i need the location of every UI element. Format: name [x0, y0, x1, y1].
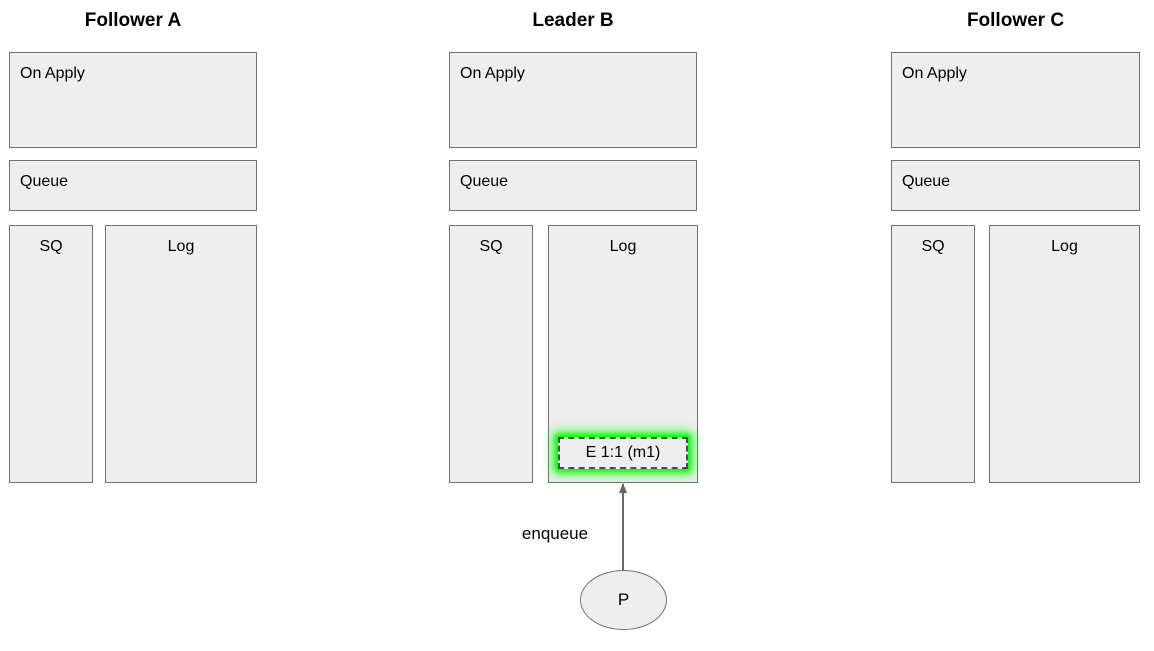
- on-apply-label: On Apply: [20, 65, 85, 82]
- sq-box-follower-a[interactable]: SQ: [9, 225, 93, 483]
- sq-box-follower-c[interactable]: SQ: [891, 225, 975, 483]
- queue-label: Queue: [460, 173, 509, 190]
- log-label: Log: [167, 238, 195, 255]
- on-apply-label: On Apply: [460, 65, 525, 82]
- sq-label: SQ: [39, 238, 63, 255]
- column-title-follower-c: Follower C: [966, 10, 1065, 31]
- queue-label: Queue: [20, 173, 69, 190]
- queue-box-leader-b[interactable]: Queue: [449, 160, 697, 211]
- log-label: Log: [609, 238, 637, 255]
- producer-node[interactable]: P: [580, 570, 667, 630]
- on-apply-box-follower-c[interactable]: On Apply: [891, 52, 1140, 148]
- column-title-follower-a: Follower A: [84, 10, 182, 31]
- log-box-follower-a[interactable]: Log: [105, 225, 257, 483]
- on-apply-box-leader-b[interactable]: On Apply: [449, 52, 697, 148]
- queue-box-follower-a[interactable]: Queue: [9, 160, 257, 211]
- sq-label: SQ: [479, 238, 503, 255]
- sq-box-leader-b[interactable]: SQ: [449, 225, 533, 483]
- log-label: Log: [1051, 238, 1078, 255]
- log-entry-highlighted[interactable]: E 1:1 (m1): [558, 437, 688, 469]
- log-box-follower-c[interactable]: Log: [989, 225, 1140, 483]
- sq-label: SQ: [921, 238, 945, 255]
- on-apply-label: On Apply: [902, 65, 967, 82]
- queue-label: Queue: [902, 173, 951, 190]
- on-apply-box-follower-a[interactable]: On Apply: [9, 52, 257, 148]
- edge-label-enqueue: enqueue: [521, 524, 589, 543]
- queue-box-follower-c[interactable]: Queue: [891, 160, 1140, 211]
- column-title-leader-b: Leader B: [532, 10, 614, 31]
